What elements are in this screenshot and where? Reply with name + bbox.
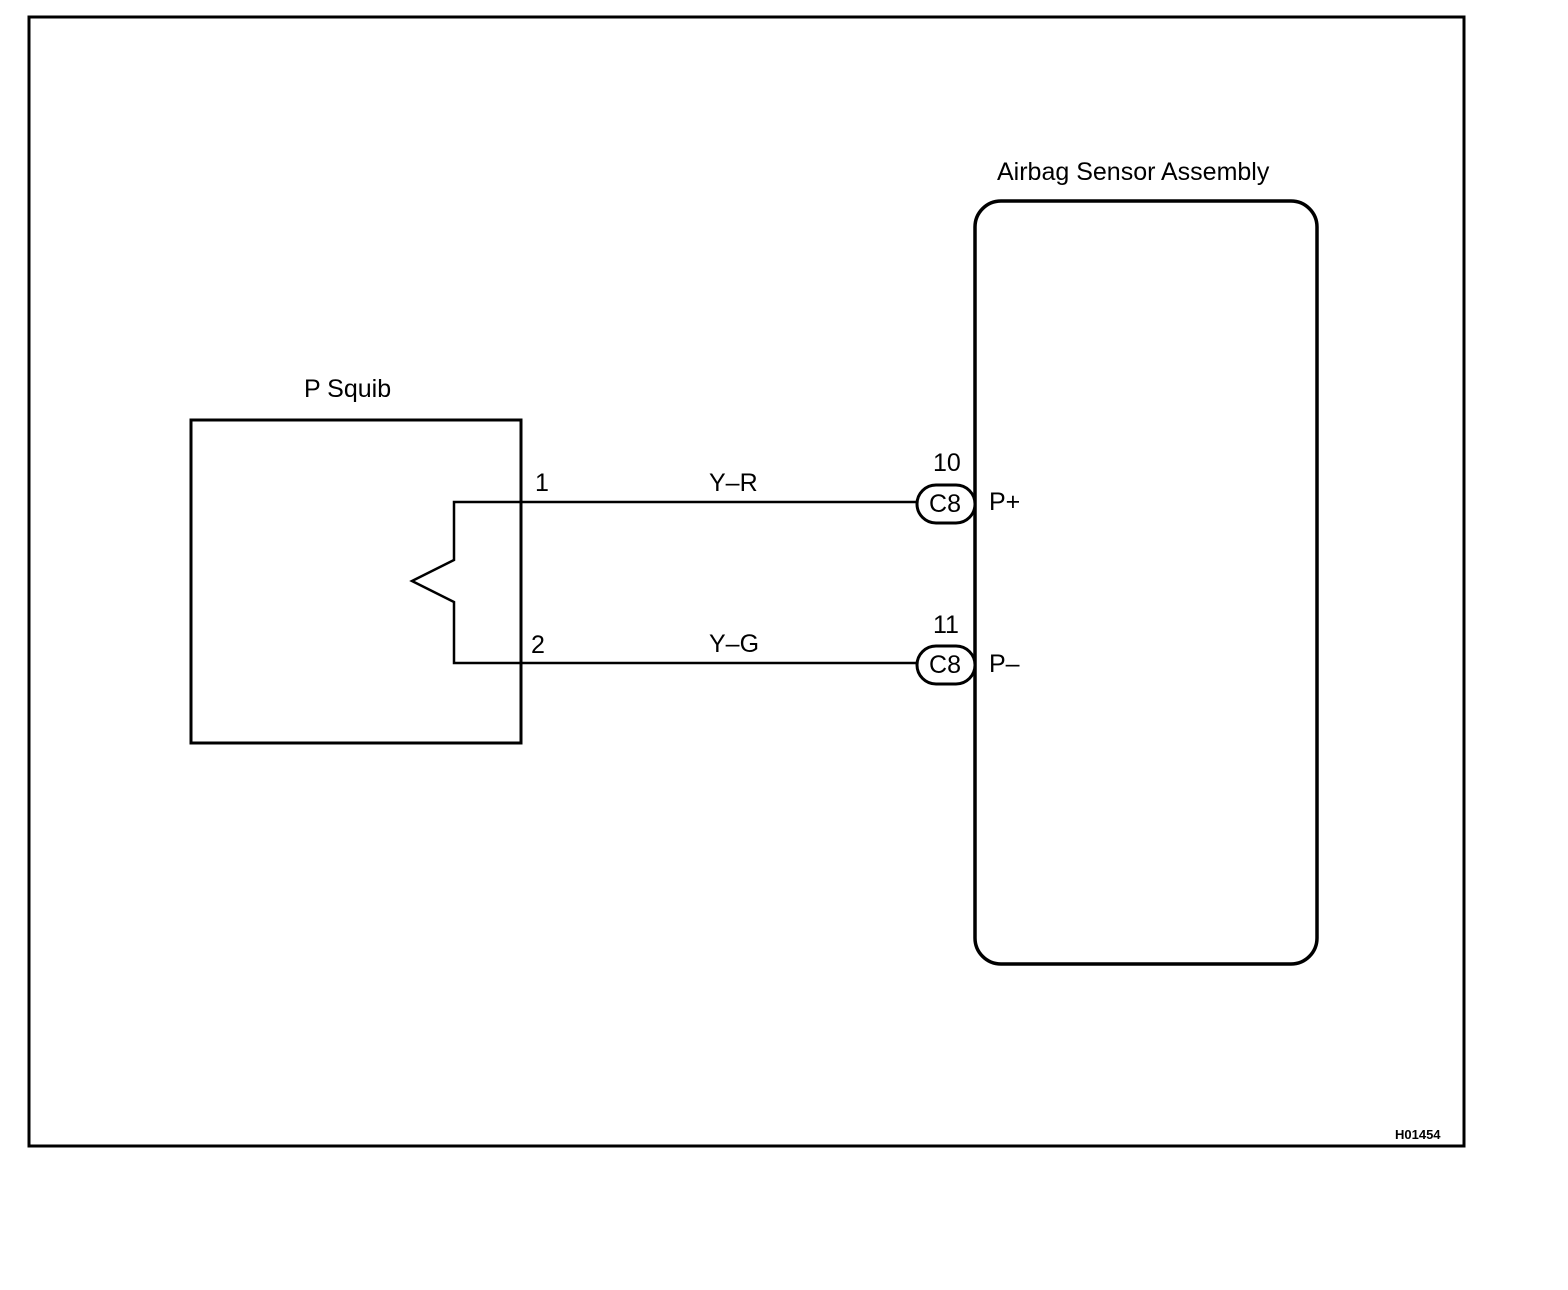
connector-code-positive: C8 (929, 490, 961, 518)
connector-c8-negative-oval (915, 644, 977, 686)
connector-code-negative: C8 (929, 651, 961, 679)
diagram-frame (27, 15, 1466, 1148)
connector-pin-11-label: 11 (933, 611, 959, 639)
wire-color-positive: Y–R (709, 469, 758, 497)
wire-color-negative: Y–G (709, 630, 760, 658)
sensor-assembly-title: Airbag Sensor Assembly (997, 158, 1270, 186)
connector-c8-positive-oval (915, 483, 977, 525)
terminal-p-plus-label: P+ (989, 488, 1021, 516)
figure-id: H01454 (1395, 1127, 1441, 1142)
sensor-assembly-box (973, 199, 1319, 966)
squib-pin-1-label: 1 (535, 469, 549, 497)
squib-pin-2-label: 2 (531, 631, 545, 659)
terminal-p-minus-label: P– (989, 650, 1020, 678)
squib-box (189, 418, 523, 745)
connector-pin-10-label: 10 (933, 449, 961, 477)
squib-igniter-symbol (409, 500, 917, 665)
squib-title: P Squib (304, 375, 392, 403)
